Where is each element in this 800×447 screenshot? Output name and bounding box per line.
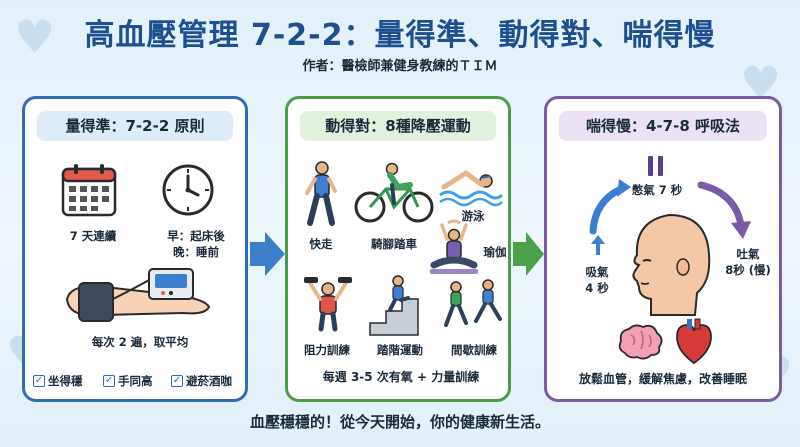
footer-slogan: 血壓穩穩的！從今天開始，你的健康新生活。 [249, 413, 550, 431]
breath-cycle-arrows [589, 179, 751, 239]
exercise-label-resistance: 阻力訓練 [304, 343, 350, 357]
calendar-icon [61, 164, 117, 217]
hold-label: 憋氣 7 秒 [631, 183, 683, 197]
exhale-label: 吐氣 [736, 247, 760, 261]
exercise-label-yoga: 瑜伽 [483, 245, 507, 259]
exercise-label-swim: 游泳 [461, 209, 485, 223]
measure-heading: 量得準：7-2-2 原則 [37, 111, 233, 141]
check-item: ✓ 坐得穩 [33, 374, 83, 388]
breathing-heading: 喘得慢：4-7-8 呼吸法 [559, 111, 767, 141]
cycling-icon [354, 162, 434, 223]
pause-icon [648, 156, 663, 176]
check-item: ✓ 避菸酒咖 [171, 374, 232, 388]
yoga-icon [430, 219, 478, 274]
exercise-label-cycle: 騎腳踏車 [371, 237, 417, 251]
breathing-note: 放鬆血管，緩解焦慮，改善睡眠 [578, 372, 747, 386]
heart-organ-icon [676, 318, 712, 365]
swimming-icon [439, 169, 504, 207]
exercise-label-step: 踏階運動 [377, 343, 423, 357]
bp-monitor-icon [65, 268, 211, 322]
check-item: ✓ 手同高 [103, 374, 153, 388]
flow-arrow-icon [526, 232, 544, 276]
step-icon [369, 275, 419, 336]
exercise-label-walk: 快走 [309, 237, 333, 251]
checkbox-icon: ✓ [103, 375, 115, 387]
exhale-duration: 8秒 (慢) [725, 263, 771, 277]
calendar-label: 7 天連續 [69, 229, 117, 243]
checkbox-icon: ✓ [33, 375, 45, 387]
exercise-note: 每週 3-5 次有氧 + 力量訓練 [322, 370, 480, 384]
checkbox-icon: ✓ [171, 375, 183, 387]
inhale-arrow-icon [591, 235, 605, 255]
flow-arrow-shaft [250, 242, 266, 266]
clock-icon [162, 164, 214, 216]
breathing-panel: 喘得慢：4-7-8 呼吸法 憋氣 7 秒 吸氣 4 秒 吐氣 8秒 (慢) 放鬆… [544, 96, 782, 402]
bp-label: 每次 2 遍，取平均 [91, 335, 189, 349]
walking-icon [305, 161, 337, 226]
inhale-duration: 4 秒 [585, 281, 609, 295]
inhale-label: 吸氣 [585, 265, 609, 279]
exercise-heading: 動得對：8種降壓運動 [300, 111, 496, 141]
brain-icon [618, 324, 663, 360]
dumbbell-icon [304, 277, 352, 332]
head-icon [632, 213, 711, 316]
background-heart-icon: ♥ [14, 10, 56, 64]
exercise-panel: 動得對：8種降壓運動 快走 騎腳踏車 游泳 瑜伽 [285, 96, 511, 402]
clock-label-night: 晚：睡前 [173, 245, 219, 259]
running-icon [444, 279, 502, 327]
flow-arrow-icon [265, 232, 285, 276]
author-line: 作者：醫檢師兼健身教練的ＴＩＭ [302, 59, 498, 74]
page-title: 高血壓管理 7-2-2：量得準、動得對、喘得慢 [84, 18, 716, 53]
measure-panel: 量得準：7-2-2 原則 7 天連續 早：起床後 晚：睡前 每次 2 遍，取平均 [22, 96, 248, 402]
clock-label-morning: 早：起床後 [167, 229, 225, 243]
flow-arrow-shaft [513, 242, 527, 266]
exercise-label-interval: 間歇訓練 [451, 343, 497, 357]
